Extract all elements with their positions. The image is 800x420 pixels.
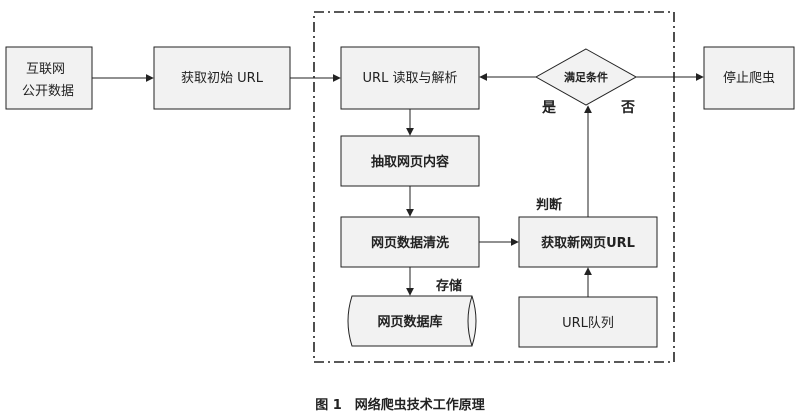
edge-label-no: 否 xyxy=(620,100,635,116)
node-get-new-url: 获取新网页URL xyxy=(518,216,658,268)
process-boundary-frame xyxy=(313,11,675,363)
node-stop-crawler-label: 停止爬虫 xyxy=(723,70,775,86)
edge-label-judge: 判断 xyxy=(536,197,562,213)
node-database-cylinder: 网页数据库 xyxy=(347,295,477,347)
node-condition-label: 满足条件 xyxy=(564,70,608,84)
node-get-initial-url: 获取初始 URL xyxy=(153,46,291,110)
node-url-read-parse: URL 读取与解析 xyxy=(340,46,480,110)
node-internet-label-2: 公开数据 xyxy=(22,84,74,99)
node-clean-data: 网页数据清洗 xyxy=(340,216,480,268)
node-clean-data-label: 网页数据清洗 xyxy=(371,235,449,251)
node-database-label: 网页数据库 xyxy=(377,314,442,330)
node-get-initial-url-label: 获取初始 URL xyxy=(181,71,264,86)
node-extract-content-label: 抽取网页内容 xyxy=(371,154,449,170)
node-url-read-parse-label: URL 读取与解析 xyxy=(363,71,458,86)
node-stop-crawler: 停止爬虫 xyxy=(703,46,795,110)
edge-label-yes: 是 xyxy=(542,100,557,116)
node-internet-label-1: 互联网 xyxy=(26,62,65,77)
edge-label-store: 存储 xyxy=(436,278,462,294)
node-internet-public-data: 互联网 公开数据 xyxy=(5,46,93,110)
node-get-new-url-label: 获取新网页URL xyxy=(541,235,635,251)
node-condition-diamond: 满足条件 xyxy=(534,48,638,106)
node-extract-content: 抽取网页内容 xyxy=(340,135,480,187)
node-url-queue: URL队列 xyxy=(518,296,658,348)
node-url-queue-label: URL队列 xyxy=(562,316,614,331)
figure-caption: 图 1 网络爬虫技术工作原理 xyxy=(315,397,485,413)
